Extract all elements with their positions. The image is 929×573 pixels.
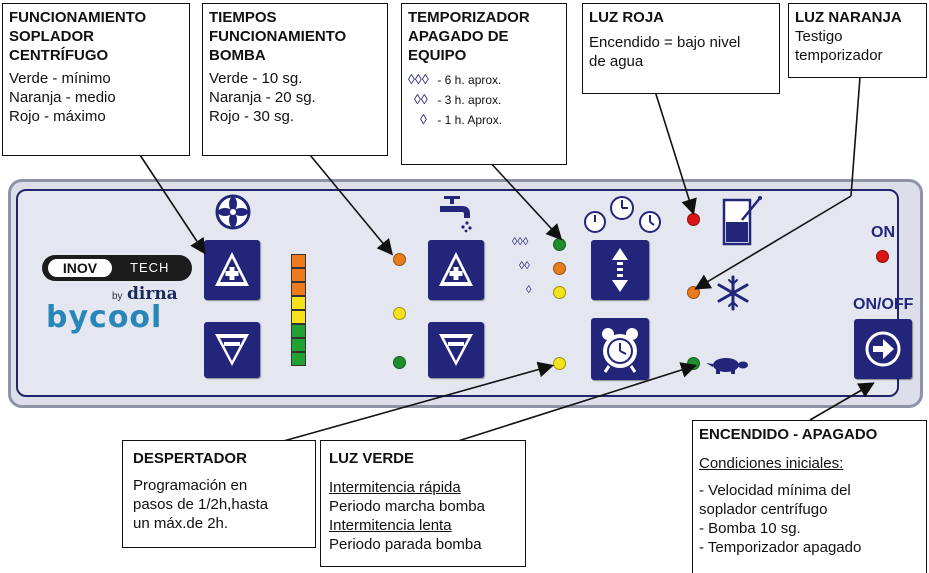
logo-dirna: dirna [127, 284, 178, 304]
alarm-led-yellow [553, 357, 566, 370]
callout-title: ENCENDIDO - APAGADO [699, 426, 878, 443]
callout-text: Encendido = bajo nivel de agua [589, 34, 741, 70]
callout-line: Rojo - máximo [9, 108, 106, 125]
callout-encendido: ENCENDIDO - APAGADO Condiciones iniciale… [692, 420, 927, 573]
callout-line: Verde - mínimo [9, 70, 111, 87]
timer-symbol-6h: ◊◊◊ [512, 236, 529, 248]
timer-legend-row: ◊ - 1 h. Aprox. [408, 111, 560, 127]
callout-luz-verde: LUZ VERDE Intermitencia rápida Periodo m… [320, 440, 526, 567]
tap-icon [436, 194, 482, 234]
timer-legend-text: - 6 h. aprox. [437, 73, 502, 87]
callout-text: Testigo temporizador [795, 28, 883, 64]
bar-segment-orange [291, 254, 306, 268]
inovtech-logo: INOV TECH [42, 255, 192, 281]
bar-segment-green [291, 352, 306, 366]
callout-luz-naranja: LUZ NARANJA Testigo temporizador [788, 3, 927, 78]
callout-line: - Bomba 10 sg. [699, 520, 801, 537]
bar-segment-yellow [291, 296, 306, 310]
triangle-up-plus-icon [215, 252, 249, 286]
timer-led-green [553, 238, 566, 251]
timer-indicator-led-orange [687, 286, 700, 299]
water-level-led-red [687, 213, 700, 226]
triangle-up-plus-icon [439, 252, 473, 286]
callout-line: - Velocidad mínima del soplador centrífu… [699, 482, 851, 518]
callout-text: Periodo parada bomba [329, 536, 482, 553]
fan-up-button[interactable] [204, 240, 260, 300]
pump-status-led-green [687, 357, 700, 370]
callout-temporizador: TEMPORIZADOR APAGADO DE EQUIPO ◊◊◊ - 6 h… [401, 3, 567, 165]
callout-subtitle: Intermitencia lenta [329, 517, 452, 534]
callout-subtitle: Intermitencia rápida [329, 479, 461, 496]
callout-line: Naranja - 20 sg. [209, 89, 316, 106]
logo-by: by [112, 291, 123, 302]
snowflake-icon [714, 274, 752, 312]
timer-legend-text: - 3 h. aprox. [437, 93, 502, 107]
pump-led-green [393, 356, 406, 369]
callout-line: Verde - 10 sg. [209, 70, 303, 87]
callout-title: FUNCIONAMIENTO SOPLADOR CENTRÍFUGO [9, 9, 147, 64]
callout-soplador: FUNCIONAMIENTO SOPLADOR CENTRÍFUGO Verde… [2, 3, 190, 156]
logo-tech: TECH [130, 260, 170, 275]
pump-led-yellow [393, 307, 406, 320]
timer-button[interactable] [591, 240, 649, 300]
bar-segment-green [291, 324, 306, 338]
bar-segment-orange [291, 282, 306, 296]
timer-legend-row: ◊◊ - 3 h. aprox. [408, 91, 560, 107]
callout-title: DESPERTADOR [133, 450, 247, 467]
water-tank-icon [720, 194, 764, 248]
callout-bomba: TIEMPOS FUNCIONAMIENTO BOMBA Verde - 10 … [202, 3, 388, 156]
callout-title: TIEMPOS FUNCIONAMIENTO BOMBA [209, 9, 347, 64]
on-label: ON [871, 224, 895, 241]
up-down-arrow-icon [612, 248, 628, 292]
arrow-right-circle-icon [865, 331, 901, 367]
fan-icon [215, 194, 251, 230]
alarm-button[interactable] [591, 318, 649, 380]
bar-segment-orange [291, 268, 306, 282]
onoff-label: ON/OFF [853, 296, 914, 313]
logo-inov: INOV [62, 260, 98, 276]
fan-down-button[interactable] [204, 322, 260, 378]
callout-line: Rojo - 30 sg. [209, 108, 295, 125]
callout-title: LUZ VERDE [329, 450, 415, 467]
callout-luz-roja: LUZ ROJA Encendido = bajo nivel de agua [582, 3, 780, 94]
alarm-clock-icon [602, 328, 638, 373]
callout-subtitle: Condiciones iniciales: [699, 455, 844, 472]
diamond-icon: ◊◊◊ [408, 71, 429, 87]
pump-led-orange [393, 253, 406, 266]
power-button[interactable] [854, 319, 912, 379]
clocks-icon [580, 194, 666, 234]
callout-title: LUZ NARANJA [795, 9, 902, 26]
bar-segment-yellow [291, 310, 306, 324]
dirna-logo: by dirna [112, 284, 178, 304]
timer-symbol-1h: ◊ [526, 284, 532, 296]
callout-line: Naranja - medio [9, 89, 116, 106]
diamond-icon: ◊ [420, 111, 427, 127]
pump-down-button[interactable] [428, 322, 484, 378]
diamond-icon: ◊◊ [414, 91, 428, 107]
turtle-icon [704, 352, 750, 376]
callout-text: Programación en pasos de 1/2h,hasta un m… [133, 477, 269, 532]
bycool-logo: bycool [46, 300, 163, 335]
pump-up-button[interactable] [428, 240, 484, 300]
timer-legend-text: - 1 h. Aprox. [437, 113, 503, 127]
power-led-red [876, 250, 889, 263]
fan-level-bar [291, 254, 306, 366]
timer-led-orange [553, 262, 566, 275]
callout-line: - Temporizador apagado [699, 539, 862, 556]
timer-legend-row: ◊◊◊ - 6 h. aprox. [408, 71, 560, 87]
callout-title: LUZ ROJA [589, 9, 664, 26]
bar-segment-green [291, 338, 306, 352]
triangle-down-minus-icon [439, 334, 473, 366]
callout-text: Periodo marcha bomba [329, 498, 485, 515]
callout-title: TEMPORIZADOR APAGADO DE EQUIPO [408, 9, 530, 64]
timer-symbol-3h: ◊◊ [519, 260, 530, 272]
triangle-down-minus-icon [215, 334, 249, 366]
timer-led-yellow [553, 286, 566, 299]
callout-despertador: DESPERTADOR Programación en pasos de 1/2… [122, 440, 316, 548]
